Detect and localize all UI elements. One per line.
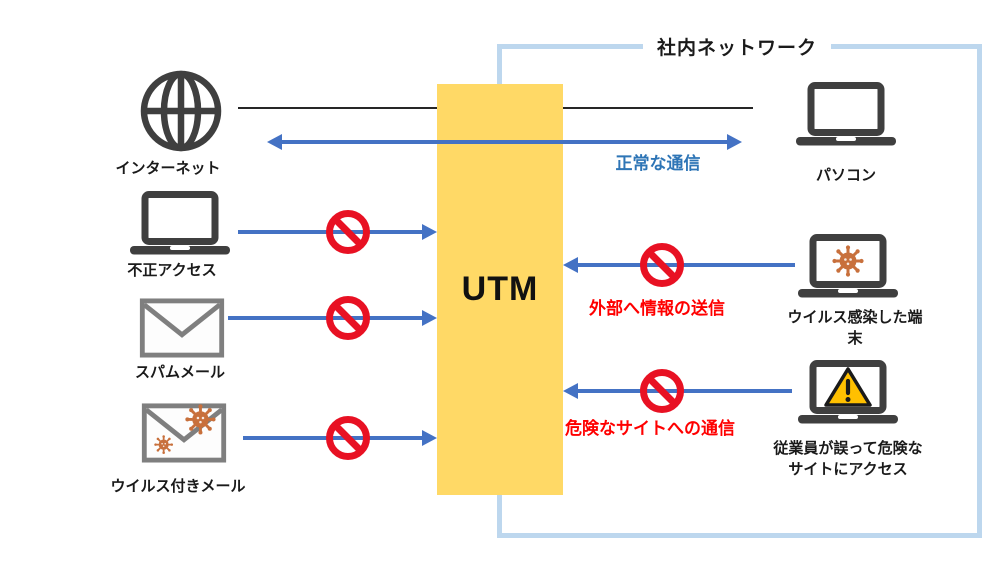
arrowhead-right bbox=[422, 430, 437, 446]
warning-laptop-icon bbox=[798, 360, 898, 424]
infected-pc-node bbox=[796, 234, 900, 303]
careless-employee-label: 従業員が誤って危険な サイトにアクセス bbox=[773, 440, 923, 478]
mail-icon bbox=[139, 298, 225, 358]
spam-mail-arrow bbox=[228, 310, 437, 326]
normal-traffic-label: 正常な通信 bbox=[615, 154, 701, 173]
arrowhead-left bbox=[563, 257, 578, 273]
pc-node bbox=[794, 82, 898, 151]
blocked-icon bbox=[326, 296, 370, 340]
internet-label: インターネット bbox=[115, 160, 221, 177]
arrow-shaft bbox=[282, 140, 727, 144]
internet-node bbox=[139, 69, 223, 158]
outbound-block-label: 外部へ情報の送信 bbox=[589, 299, 725, 318]
virus-laptop-icon bbox=[798, 234, 898, 298]
unauthorized-access-label: 不正アクセス bbox=[127, 262, 217, 279]
blocked-icon bbox=[326, 210, 370, 254]
internal-network-title: 社内ネットワーク bbox=[642, 33, 832, 60]
dangerous-site-arrow bbox=[563, 383, 792, 399]
spam-mail-label: スパムメール bbox=[134, 364, 226, 381]
arrowhead-right bbox=[422, 224, 437, 240]
laptop-icon bbox=[130, 191, 230, 255]
virus-mail-icon bbox=[141, 403, 227, 463]
arrowhead-left bbox=[267, 134, 282, 150]
warning-triangle-icon bbox=[824, 367, 872, 407]
virus-mail-node bbox=[140, 402, 228, 468]
arrow-shaft bbox=[228, 316, 422, 320]
infected-pc-label: ウイルス感染した端末 bbox=[787, 309, 923, 347]
utm-label: UTM bbox=[461, 270, 539, 308]
unauthorized-access-node bbox=[128, 191, 232, 260]
careless-employee-node bbox=[796, 360, 900, 429]
blocked-icon bbox=[640, 369, 684, 413]
virus-icon bbox=[154, 435, 174, 454]
virus-icon bbox=[185, 404, 216, 435]
spam-mail-node bbox=[139, 298, 225, 363]
arrowhead-right bbox=[727, 134, 742, 150]
danger-block-label: 危険なサイトへの通信 bbox=[565, 419, 735, 438]
utm-appliance: UTM bbox=[437, 84, 563, 495]
arrowhead-right bbox=[422, 310, 437, 326]
globe-icon bbox=[140, 70, 222, 152]
outbound-data-arrow bbox=[563, 257, 795, 273]
arrowhead-left bbox=[563, 383, 578, 399]
blocked-icon bbox=[640, 243, 684, 287]
virus-icon bbox=[832, 245, 864, 277]
laptop-icon bbox=[796, 82, 896, 146]
blocked-icon bbox=[326, 416, 370, 460]
normal-traffic-arrow bbox=[267, 134, 742, 150]
arrow-shaft bbox=[578, 263, 795, 267]
virus-mail-label: ウイルス付きメール bbox=[110, 478, 246, 495]
arrow-shaft bbox=[578, 389, 792, 393]
pc-label: パソコン bbox=[815, 167, 877, 184]
